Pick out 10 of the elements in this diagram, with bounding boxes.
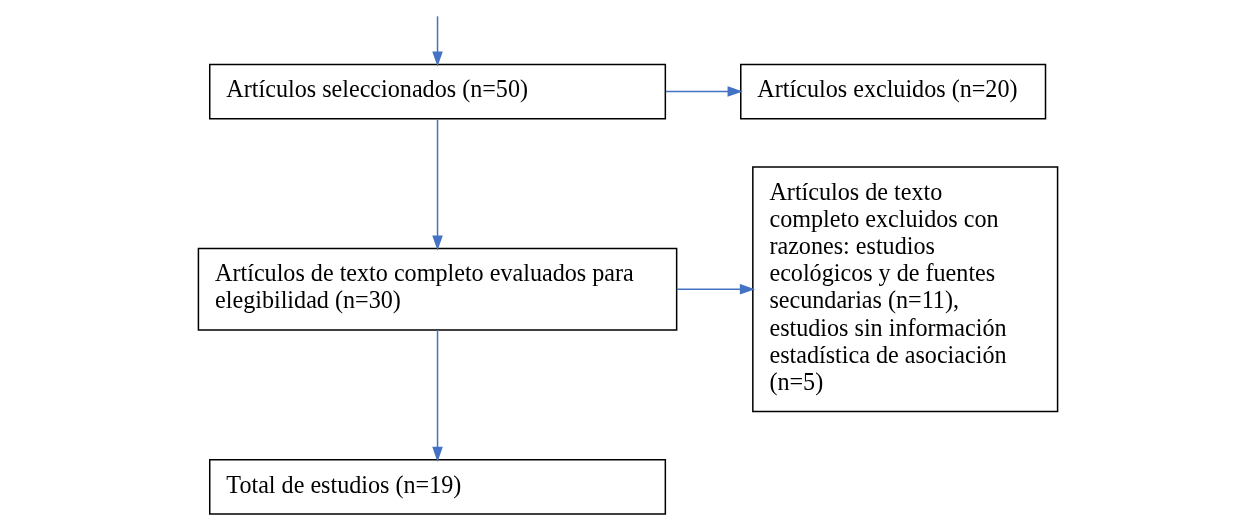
- node-box: Artículos de texto completo evaluados para elegibilidad (n=30): [197, 247, 677, 331]
- arrow: [675, 283, 755, 294]
- arrow: [431, 15, 443, 67]
- node-box: Artículos seleccionados (n=50): [208, 63, 666, 119]
- node-box: Artículos excluidos (n=20): [739, 63, 1046, 119]
- arrow: [431, 117, 443, 251]
- arrow: [664, 85, 743, 97]
- node-box: Total de estudios (n=19): [208, 458, 666, 515]
- node-box: Artículos de texto completo excluidos con razones: estudios ecológicos y de fuentes secundarias (n=11), estudios sin información estadística de asociación (n=5): [751, 165, 1058, 412]
- arrow: [431, 328, 443, 462]
